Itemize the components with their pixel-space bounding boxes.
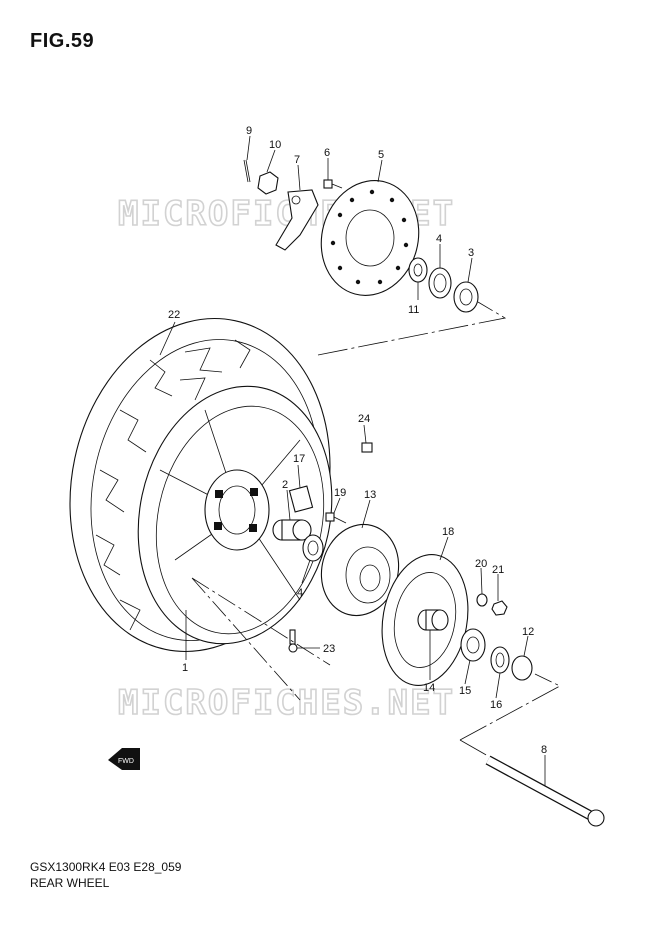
rear-brake-disc bbox=[320, 180, 420, 296]
rear-axle bbox=[485, 755, 605, 827]
nut-21 bbox=[491, 600, 508, 616]
callout-6: 6 bbox=[324, 147, 330, 159]
tire-valve-23 bbox=[288, 629, 298, 653]
spacer-2 bbox=[272, 519, 312, 541]
callout-19: 19 bbox=[334, 487, 346, 499]
model-code: GSX1300RK4 E03 E28_059 bbox=[30, 860, 182, 874]
washer-20 bbox=[476, 593, 488, 607]
rear-tire-and-wheel bbox=[69, 317, 333, 653]
balancer-weight-24 bbox=[361, 442, 373, 453]
callout-1: 1 bbox=[182, 662, 188, 674]
callout-4: 4 bbox=[436, 233, 442, 245]
callout-5: 5 bbox=[378, 149, 384, 161]
callout-8: 8 bbox=[541, 744, 547, 756]
callout-11: 11 bbox=[408, 304, 419, 316]
oil-seal-16 bbox=[490, 646, 510, 674]
bearing-15 bbox=[460, 628, 486, 662]
oil-seal-4 bbox=[428, 267, 452, 299]
brake-caliper-bracket bbox=[275, 189, 319, 251]
callout-10: 10 bbox=[269, 139, 281, 151]
figure-name: REAR WHEEL bbox=[30, 876, 110, 890]
callout-24: 24 bbox=[358, 413, 370, 425]
callout-12: 12 bbox=[522, 626, 534, 638]
callout-3-top: 3 bbox=[468, 247, 474, 259]
svg-text:FWD: FWD bbox=[118, 758, 134, 765]
callout-18: 18 bbox=[442, 526, 454, 538]
callout-7: 7 bbox=[294, 154, 300, 166]
callout-9: 9 bbox=[246, 125, 252, 137]
watermark-bottom: MICROFICHES.NET bbox=[118, 683, 455, 723]
bearing-3-bottom bbox=[302, 534, 324, 562]
callout-labels: 9 10 7 6 5 4 3 11 22 24 17 2 19 13 4 18 … bbox=[168, 125, 547, 756]
bearing-3-top bbox=[453, 281, 479, 313]
callout-23: 23 bbox=[323, 643, 335, 655]
callout-3-bottom: 4 bbox=[297, 587, 303, 599]
forward-direction-arrow-icon: FWD bbox=[108, 748, 140, 770]
callout-17: 17 bbox=[293, 453, 305, 465]
leader-lines bbox=[159, 135, 561, 786]
damper-17 bbox=[288, 485, 314, 513]
callout-13: 13 bbox=[364, 489, 376, 501]
callout-2: 2 bbox=[282, 479, 288, 491]
spacer-12 bbox=[511, 655, 533, 681]
callout-14: 14 bbox=[423, 682, 435, 694]
collar-11 bbox=[408, 257, 428, 283]
bolt-19 bbox=[325, 512, 347, 524]
callout-22: 22 bbox=[168, 309, 180, 321]
collar-14 bbox=[417, 609, 449, 631]
callout-16: 16 bbox=[490, 699, 502, 711]
cotter-pin-9 bbox=[243, 159, 251, 183]
callout-21: 21 bbox=[492, 564, 504, 576]
nut-10 bbox=[257, 171, 279, 195]
callout-20: 20 bbox=[475, 558, 487, 570]
bolt-6 bbox=[323, 179, 343, 189]
callout-15: 15 bbox=[459, 685, 471, 697]
figure-title: FIG.59 bbox=[30, 30, 95, 52]
